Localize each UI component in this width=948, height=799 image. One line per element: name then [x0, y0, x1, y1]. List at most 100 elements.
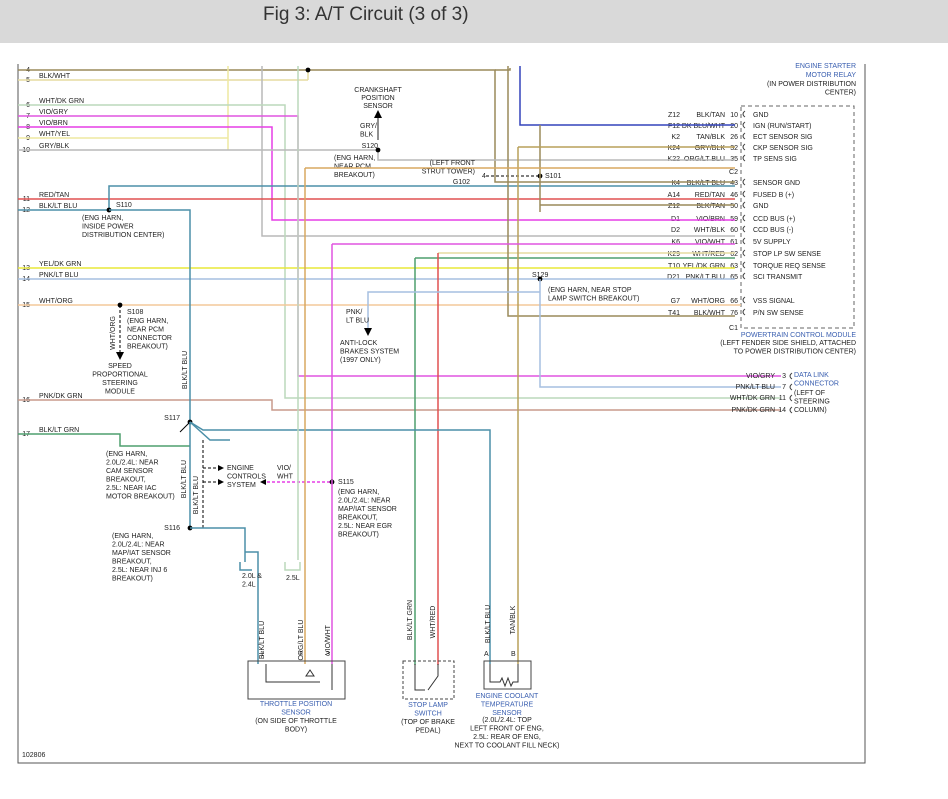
ect-location-note: NEXT TO COOLANT FILL NECK) — [454, 743, 559, 750]
pcm-wire-label: WHT/ORG — [691, 298, 725, 305]
wire-blk-lt-grn — [18, 433, 190, 447]
sps-name: PROPORTIONAL — [92, 372, 148, 379]
s115-label: S115 — [338, 479, 354, 486]
s116-note: MAP/IAT SENSOR — [112, 550, 171, 557]
ckp-wire-label: BLK — [360, 132, 374, 139]
pcm-signal-name: SCI TRANSMIT — [753, 274, 803, 281]
sps-name: MODULE — [105, 389, 135, 396]
dlc-wire-label: PNK/LT BLU — [736, 384, 775, 391]
wire-wht-dk-grn — [18, 104, 781, 399]
tps-location-note: BODY) — [285, 727, 307, 734]
pcm-signal-name: VSS SIGNAL — [753, 298, 795, 305]
pcm-wire-label: GRY/BLK — [695, 145, 726, 152]
left-pin-wire-label: GRY/BLK — [39, 143, 70, 150]
ckp-sensor-name: CRANKSHAFT — [354, 87, 402, 94]
tps-wire-label: BLK/LT BLU — [259, 621, 266, 659]
pcm-pin-terminal — [742, 178, 746, 186]
pcm-pin-number: 66 — [730, 298, 738, 305]
ect-pin-b: B — [511, 651, 516, 658]
s120-note: NEAR PCM — [334, 164, 371, 171]
stop-switch-wire-label: WHT/RED — [430, 606, 437, 639]
engine-bracket — [239, 562, 252, 571]
stop-switch-note: PEDAL) — [415, 728, 440, 735]
pcm-wire-label: RED/TAN — [695, 192, 725, 199]
pcm-pin-number: 62 — [730, 251, 738, 258]
s117-note: (ENG HARN, — [106, 451, 147, 458]
pcm-pin-terminal — [742, 272, 746, 280]
s116-note: BREAKOUT) — [112, 576, 153, 583]
abs-name: (1997 ONLY) — [340, 357, 381, 364]
tps-location-note: (ON SIDE OF THROTTLE — [255, 718, 337, 725]
s115-note: BREAKOUT) — [338, 532, 379, 539]
splice-dot-top — [305, 67, 311, 73]
dlc-pin-terminal — [789, 372, 793, 380]
wire-pnk-dk-grn — [18, 399, 781, 411]
dlc-location-note: COLUMN) — [794, 407, 827, 414]
s117-arrow — [179, 421, 191, 433]
ckp-sensor-name: POSITION — [361, 95, 394, 102]
tps-pin-number: 2 — [299, 651, 303, 658]
pcm-location-note: (LEFT FENDER SIDE SHIELD, ATTACHED — [720, 340, 856, 347]
tps-pin-number: 1 — [260, 651, 264, 658]
pcm-signal-name: STOP LP SW SENSE — [753, 251, 821, 258]
wire-vio-brn — [18, 126, 735, 221]
pcm-signal-name: CKP SENSOR SIG — [753, 145, 813, 152]
s116-note: (ENG HARN, — [112, 533, 153, 540]
dlc-location-note: STEERING — [794, 399, 830, 406]
left-pin-wire-label: WHT/YEL — [39, 131, 70, 138]
s101-label: S101 — [545, 173, 561, 180]
tps-name: SENSOR — [281, 710, 311, 717]
s117-note: 2.0L/2.4L: NEAR — [106, 460, 159, 467]
ect-wire-label: BLK/LT BLU — [485, 605, 492, 643]
left-pin-wire-label: BLK/WHT — [39, 73, 71, 80]
s117-note: MOTOR BREAKOUT) — [106, 494, 175, 501]
engine-bracket — [284, 562, 301, 571]
left-pin-wire-label: PNK/LT BLU — [39, 272, 78, 279]
pcm-connector-c1: C1 — [729, 325, 738, 332]
ckp-sensor-name: SENSOR — [363, 103, 393, 110]
stop-switch-name: SWITCH — [414, 711, 442, 718]
tps-pin-number: 3 — [326, 651, 330, 658]
g102-note: STRUT TOWER) — [422, 169, 475, 176]
s116-note: 2.0L/2.4L: NEAR — [112, 542, 165, 549]
pcm-pin-terminal — [742, 214, 746, 222]
left-pin-wire-label: YEL/DK GRN — [39, 261, 81, 268]
relay-location-note: CENTER) — [825, 90, 856, 97]
stop-switch-symbol — [414, 664, 439, 691]
dlc-location-note: (LEFT OF — [794, 390, 825, 397]
s117-note: BREAKOUT, — [106, 477, 146, 484]
dlc-name: CONNECTOR — [794, 381, 839, 388]
wire-blk-tan — [495, 68, 511, 71]
wire-blk-tan — [18, 69, 735, 183]
dlc-wire-label: VIO/GRY — [746, 373, 775, 380]
pcm-wire-label: TAN/BLK — [696, 134, 725, 141]
ect-location-note: (2.0L/2.4L: TOP — [482, 717, 532, 724]
pcm-pin-number: 20 — [730, 123, 738, 130]
pcm-box — [740, 105, 855, 329]
pcm-wire-label: YEL/DK GRN — [683, 263, 725, 270]
s120-note: (ENG HARN, — [334, 155, 375, 162]
wire-tps-1 — [245, 551, 259, 664]
pcm-cavity-id: K29 — [668, 251, 681, 258]
s115-note: (ENG HARN, — [338, 489, 379, 496]
pcm-wire-label: PNK/LT BLU — [686, 274, 725, 281]
ecs-name: CONTROLS — [227, 474, 266, 481]
s115-note: MAP/IAT SENSOR — [338, 506, 397, 513]
s108-label: S108 — [127, 309, 143, 316]
pcm-cavity-id: T10 — [668, 263, 680, 270]
pcm-connector-c2: C2 — [729, 169, 738, 176]
wire-blk-lt-blu-down — [109, 209, 191, 422]
tps-symbol — [265, 664, 333, 690]
ect-name: SENSOR — [492, 710, 522, 717]
left-pin-wire-label: BLK/LT GRN — [39, 427, 79, 434]
g102-label: G102 — [453, 179, 470, 186]
pcm-title: POWERTRAIN CONTROL MODULE — [741, 332, 856, 339]
tps-wire-label: VIO/WHT — [325, 624, 332, 655]
s108-note: NEAR PCM — [127, 327, 164, 334]
ect-name: TEMPERATURE — [481, 702, 534, 709]
s108-note: BREAKOUT) — [127, 344, 168, 351]
abs-name: ANTI-LOCK — [340, 340, 378, 347]
wire-to-ecs — [189, 421, 230, 441]
s116-label: S116 — [164, 525, 180, 532]
relay-partial-label: ENGINE STARTER — [795, 63, 856, 70]
